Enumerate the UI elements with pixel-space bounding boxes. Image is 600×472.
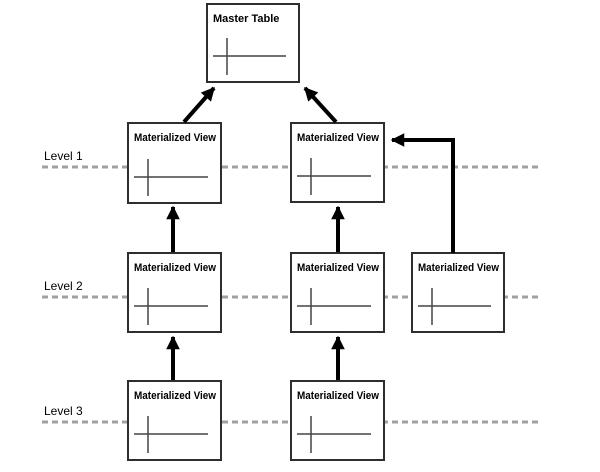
materialized-view-level1-right-label: Materialized View <box>297 132 379 144</box>
materialized-view-level2-right-rect <box>411 252 505 333</box>
table-icon <box>134 288 208 325</box>
materialized-view-level3-left: Materialized View <box>127 380 222 461</box>
table-icon <box>297 288 371 325</box>
materialized-view-level1-left-label: Materialized View <box>134 132 216 144</box>
materialized-view-level3-right-label: Materialized View <box>297 390 379 402</box>
table-icon <box>297 416 371 453</box>
master-table-label: Master Table <box>213 13 279 25</box>
master-table: Master Table <box>206 3 300 83</box>
materialized-view-level2-middle-rect <box>290 252 385 333</box>
materialized-view-level3-right-rect <box>290 380 385 461</box>
level-2-label: Level 2 <box>44 279 83 293</box>
materialized-view-level2-right-label: Materialized View <box>418 262 499 274</box>
materialized-view-level1-left-rect <box>127 122 222 204</box>
table-icon <box>418 288 491 325</box>
refresh-arrows-group <box>166 86 455 380</box>
materialized-view-level1-right: Materialized View <box>290 122 385 203</box>
level-3-label: Level 3 <box>44 404 83 418</box>
materialized-view-level2-left-rect <box>127 252 222 333</box>
table-icon <box>134 159 208 196</box>
arrow-level2-right-to-level1-right <box>390 133 455 253</box>
arrow-level1-left-to-master <box>182 86 216 124</box>
materialized-view-level3-left-rect <box>127 380 222 461</box>
level-labels-group: Level 1 Level 2 Level 3 <box>44 149 83 418</box>
level-1-label: Level 1 <box>44 149 83 163</box>
materialized-view-level2-middle: Materialized View <box>290 252 385 333</box>
table-icon <box>134 416 208 453</box>
materialized-view-level1-right-rect <box>290 122 385 203</box>
materialized-view-level3-right: Materialized View <box>290 380 385 461</box>
materialized-view-level1-left: Materialized View <box>127 122 222 204</box>
materialized-view-level2-left-label: Materialized View <box>134 262 216 274</box>
table-icon <box>213 38 286 75</box>
table-icon <box>297 158 371 195</box>
materialized-view-level2-left: Materialized View <box>127 252 222 333</box>
master-table-rect <box>206 3 300 83</box>
arrow-level1-right-to-master <box>303 86 338 124</box>
materialized-view-level2-middle-label: Materialized View <box>297 262 379 274</box>
materialized-view-level3-left-label: Materialized View <box>134 390 216 402</box>
materialized-view-level2-right: Materialized View <box>411 252 505 333</box>
